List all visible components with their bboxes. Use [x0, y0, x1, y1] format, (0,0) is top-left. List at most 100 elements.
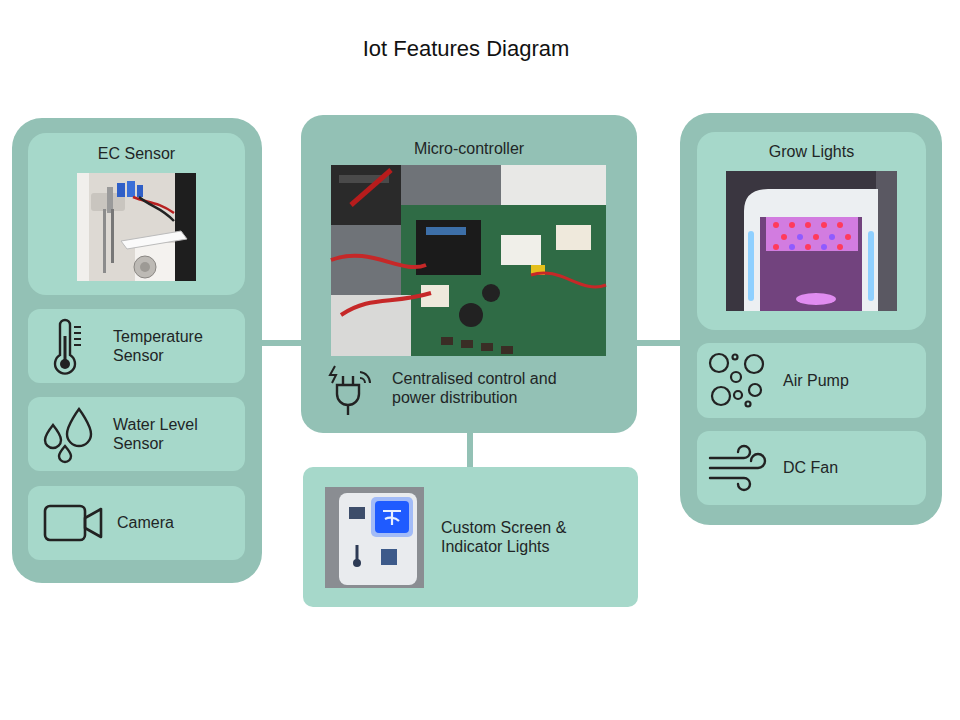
illustration-part	[789, 234, 835, 250]
illustration-part	[342, 376, 344, 385]
micro-controller-photo	[331, 165, 606, 356]
illustration-part	[74, 332, 81, 334]
illustration-part	[74, 326, 81, 328]
illustration-part	[710, 354, 728, 372]
sensor-box: Camera	[28, 486, 245, 560]
illustration-part	[55, 320, 75, 374]
illustration-part	[821, 244, 827, 250]
illustration-part	[726, 171, 897, 311]
illustration-part	[353, 559, 361, 567]
camera-icon	[43, 504, 103, 542]
illustration-part	[341, 293, 431, 315]
illustration-part	[360, 378, 365, 383]
illustration-part	[360, 372, 370, 383]
illustration-part	[773, 244, 779, 250]
text-slot: Custom Screen & Indicator Lights	[441, 518, 611, 556]
illustration-part	[746, 402, 751, 407]
illustration-part	[531, 273, 606, 287]
illustration-part	[760, 217, 862, 311]
illustration-part	[139, 197, 174, 221]
thermometer-icon	[50, 318, 84, 376]
connector-line	[637, 340, 680, 346]
box-label: Camera	[117, 513, 235, 532]
grow-lights-photo	[726, 171, 897, 311]
illustration-part	[781, 234, 787, 240]
text-slot: Micro-controller	[301, 139, 637, 158]
illustration-part	[74, 338, 81, 340]
illustration-part	[64, 336, 67, 362]
illustration-part	[805, 222, 811, 228]
sensor-panel: EC Sensor Temperature Sensor Water Level…	[12, 118, 262, 583]
illustration-part	[731, 372, 741, 382]
display-box: Custom Screen & Indicator Lights	[303, 467, 638, 607]
illustration-part	[426, 227, 466, 235]
actuator-panel: Grow Lights Air Pump DC Fan	[680, 113, 942, 525]
text-slot: Air Pump	[783, 371, 913, 390]
sensor-box: EC Sensor	[28, 133, 245, 295]
illustration-part	[797, 234, 803, 240]
air-bubbles-icon	[708, 351, 766, 409]
illustration-part	[710, 446, 750, 458]
illustration-part	[111, 209, 114, 263]
illustration-part	[375, 501, 409, 533]
illustration-part	[482, 284, 500, 302]
illustration-part	[710, 478, 750, 490]
actuator-box: Grow Lights	[697, 132, 926, 330]
illustration-part	[137, 185, 143, 197]
ec-sensor-photo	[77, 173, 196, 281]
illustration-part	[175, 173, 196, 281]
title-slot: Iot Features Diagram	[0, 36, 932, 62]
power-plug-icon	[327, 364, 371, 416]
controller-box: Micro-controllerCentralised control and …	[301, 115, 637, 433]
illustration-part	[805, 244, 811, 250]
illustration-part	[837, 244, 843, 250]
illustration-part	[773, 222, 779, 228]
illustration-part	[745, 355, 763, 373]
illustration-part	[331, 256, 426, 267]
illustration-part	[331, 165, 606, 356]
box-heading: Grow Lights	[697, 142, 926, 161]
diagram-title: Iot Features Diagram	[0, 36, 932, 62]
illustration-part	[77, 173, 89, 281]
illustration-part	[459, 303, 483, 327]
illustration-part	[401, 205, 606, 356]
illustration-part	[135, 243, 175, 281]
illustration-part	[712, 387, 730, 405]
box-label: Temperature Sensor	[113, 327, 235, 365]
connector-line	[262, 340, 301, 346]
illustration-part	[127, 181, 135, 197]
illustration-part	[140, 262, 150, 272]
illustration-part	[845, 234, 851, 240]
screen-photo	[325, 487, 424, 588]
box-label: Air Pump	[783, 371, 913, 390]
illustration-part	[103, 209, 106, 273]
illustration-part	[383, 511, 401, 525]
illustration-part	[134, 256, 156, 278]
illustration-part	[356, 545, 359, 561]
illustration-part	[837, 222, 843, 228]
illustration-part	[748, 231, 754, 301]
illustration-part	[821, 222, 827, 228]
illustration-part	[441, 337, 453, 345]
illustration-part	[347, 405, 349, 415]
actuator-box: DC Fan	[697, 431, 926, 505]
text-slot: Grow Lights	[697, 142, 926, 161]
text-slot: Water Level Sensor	[113, 415, 235, 453]
illustration-part	[85, 509, 101, 537]
box-heading: EC Sensor	[28, 144, 245, 163]
illustration-part	[330, 366, 336, 383]
illustration-part	[351, 170, 391, 205]
connector-line	[467, 433, 473, 467]
illustration-part	[773, 222, 851, 250]
illustration-part	[789, 244, 795, 250]
illustration-part	[352, 376, 354, 385]
illustration-part	[349, 507, 365, 519]
text-slot: Temperature Sensor	[113, 327, 235, 365]
illustration-part	[74, 344, 81, 346]
actuator-box: Air Pump	[697, 343, 926, 418]
sensor-box: Temperature Sensor	[28, 309, 245, 383]
illustration-part	[45, 425, 61, 448]
box-label: DC Fan	[783, 458, 913, 477]
illustration-part	[734, 391, 742, 399]
